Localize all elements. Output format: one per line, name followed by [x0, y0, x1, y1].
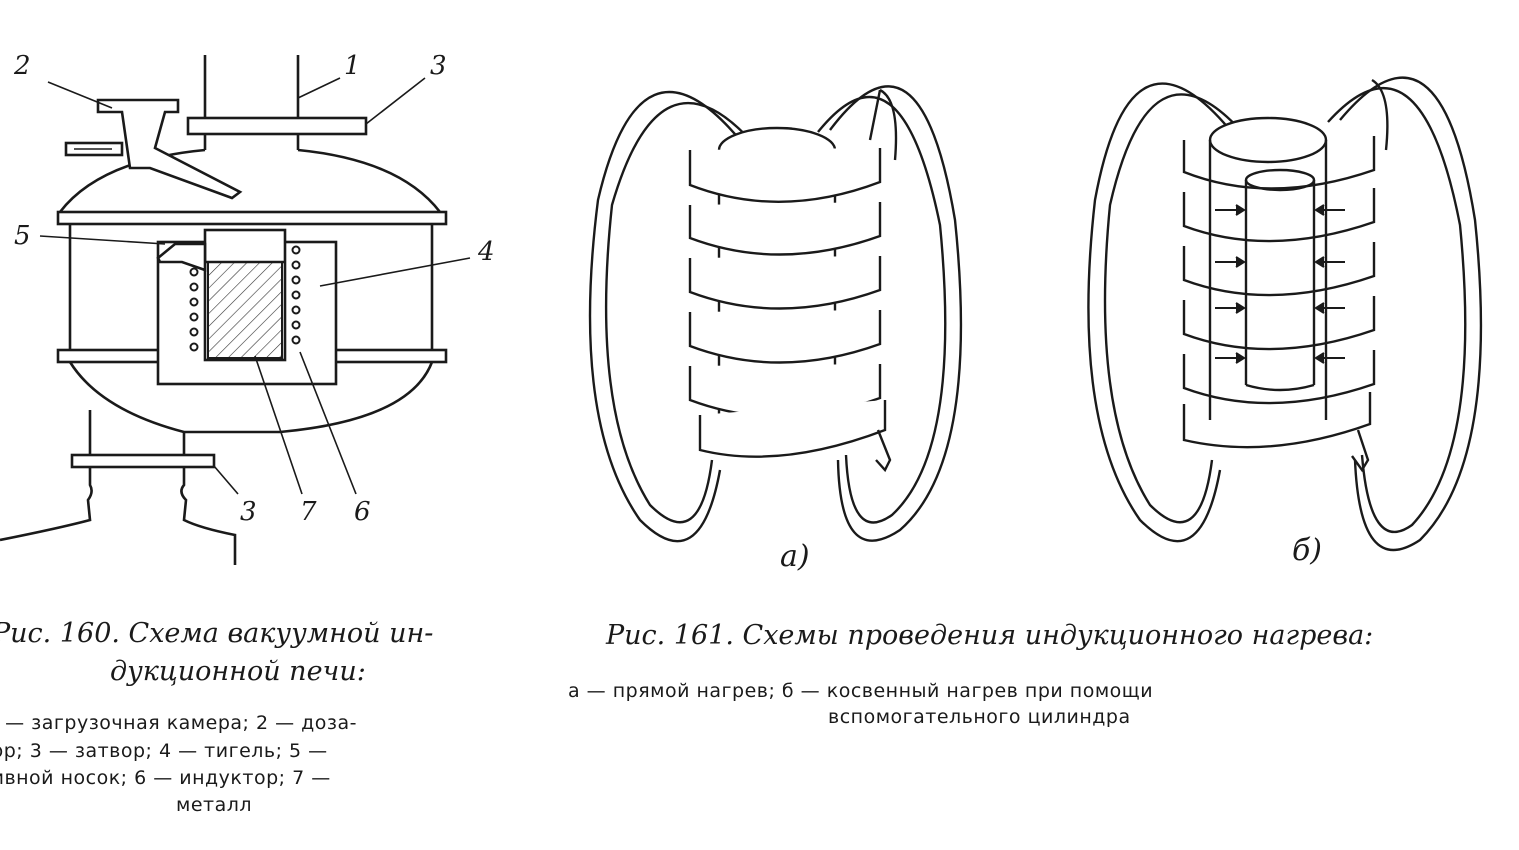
- top-gate: [186, 116, 368, 136]
- upper-dome: [58, 148, 442, 213]
- label-5: 5: [14, 221, 31, 251]
- fig161-caption: Рис. 161. Схемы проведения индукционного…: [606, 620, 1374, 651]
- lower-dome: [68, 361, 434, 434]
- fig160-legend-line3: сливной носок; 6 — индуктор; 7 —: [0, 767, 331, 789]
- fig160-legend-line2: тор; 3 — затвор; 4 — тигель; 5 —: [0, 740, 328, 762]
- induction-indirect: [1087, 76, 1483, 552]
- label-4: 4: [477, 237, 495, 267]
- fig161-legend-line1: а — прямой нагрев; б — косвенный нагрев …: [568, 680, 1154, 702]
- furnace-labels: 2 1 3 5 4 3 7 6: [13, 51, 495, 527]
- doser: [96, 98, 243, 200]
- label-3-bottom: 3: [240, 497, 257, 527]
- metal: [207, 261, 283, 359]
- spout: [156, 242, 207, 272]
- label-3-top: 3: [430, 51, 447, 81]
- furnace-diagram: [0, 55, 471, 565]
- inductor: [189, 245, 301, 352]
- label-6: 6: [354, 497, 371, 527]
- label-1: 1: [344, 51, 361, 81]
- sublabel-a: а): [780, 539, 810, 574]
- label-2: 2: [13, 51, 31, 81]
- fig160-caption-line1: Рис. 160. Схема вакуумной ин-: [0, 618, 434, 649]
- fig160-legend-line4: металл: [176, 794, 253, 816]
- label-7: 7: [300, 497, 317, 527]
- sublabel-b: б): [1292, 533, 1322, 568]
- bottom-gate: [70, 453, 216, 469]
- fig160-legend-line1: 1 — загрузочная камера; 2 — доза-: [0, 712, 358, 734]
- fig160-caption-line2: дукционной печи:: [110, 656, 366, 687]
- induction-direct: [588, 85, 963, 543]
- fig161-legend-line2: вспомогательного цилиндра: [828, 706, 1131, 728]
